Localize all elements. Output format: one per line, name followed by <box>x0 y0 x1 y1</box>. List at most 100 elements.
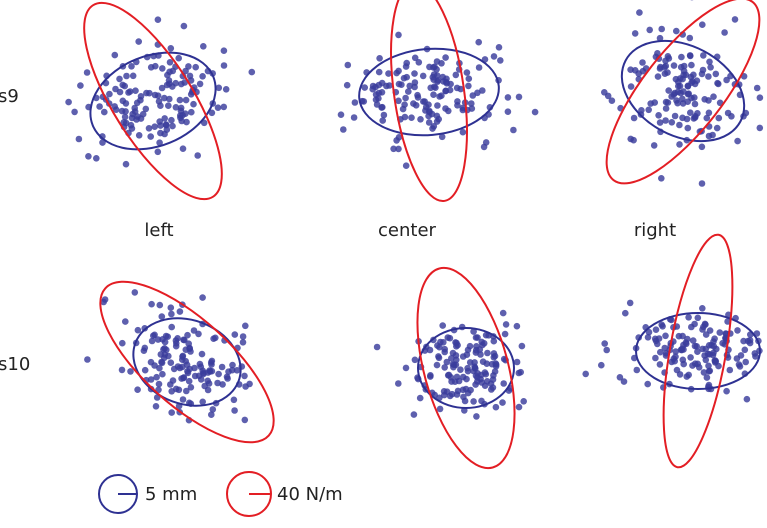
data-point <box>434 102 441 109</box>
data-point <box>464 367 472 375</box>
data-point <box>215 370 222 378</box>
data-point <box>687 52 694 60</box>
data-point <box>724 109 732 117</box>
data-point <box>657 348 664 356</box>
data-point <box>198 350 206 358</box>
data-point <box>360 98 368 105</box>
data-point <box>430 91 437 98</box>
data-point <box>393 69 400 77</box>
data-point <box>513 322 521 330</box>
panel-s10-center <box>373 266 527 470</box>
stiffness-ellipse <box>390 0 468 203</box>
data-point <box>157 129 164 137</box>
data-point <box>83 69 91 76</box>
data-point <box>183 387 190 395</box>
data-point <box>463 69 471 76</box>
data-point <box>705 109 713 117</box>
data-point <box>501 330 509 338</box>
data-point <box>402 94 409 102</box>
data-point <box>186 365 193 373</box>
data-point <box>112 85 119 93</box>
data-point <box>490 350 498 357</box>
data-point <box>499 309 507 317</box>
data-point <box>658 175 665 182</box>
data-point <box>161 115 168 122</box>
data-point <box>699 345 706 353</box>
data-point <box>699 66 707 74</box>
data-point <box>190 327 198 334</box>
data-point <box>180 22 188 30</box>
data-point <box>645 328 653 336</box>
data-point <box>220 62 228 69</box>
data-point <box>395 145 402 153</box>
data-point <box>385 70 392 77</box>
data-point <box>166 95 173 103</box>
data-point <box>753 84 761 92</box>
data-point <box>208 109 216 117</box>
data-point <box>746 336 754 344</box>
data-point <box>402 63 410 70</box>
data-point <box>479 358 487 366</box>
data-point <box>425 119 433 126</box>
data-point <box>176 96 184 104</box>
data-point <box>415 59 423 66</box>
data-point <box>147 64 155 71</box>
data-point <box>515 93 523 101</box>
data-point <box>159 65 166 72</box>
data-point <box>121 113 129 121</box>
data-point <box>734 137 741 145</box>
data-point <box>448 378 455 385</box>
data-point <box>65 98 72 106</box>
data-point <box>683 373 691 380</box>
data-point <box>694 314 702 322</box>
data-point <box>705 368 713 375</box>
data-point <box>248 68 256 76</box>
data-point <box>241 372 248 380</box>
data-point <box>214 379 221 387</box>
data-point <box>704 350 712 358</box>
data-point <box>187 384 195 391</box>
data-point <box>101 108 108 116</box>
data-point <box>703 114 711 122</box>
panel-s10-right <box>582 233 763 469</box>
data-point <box>408 114 415 121</box>
data-point <box>395 97 402 105</box>
data-point <box>168 323 175 331</box>
data-point <box>129 110 136 118</box>
row-label-s9: s9 <box>0 86 19 107</box>
data-point <box>740 337 747 345</box>
data-point <box>146 89 153 97</box>
data-point <box>71 108 78 116</box>
data-point <box>141 366 149 374</box>
data-point <box>492 361 500 368</box>
data-point <box>111 51 119 59</box>
data-point <box>484 349 491 357</box>
data-point <box>477 351 484 358</box>
data-point <box>652 354 659 362</box>
data-point <box>691 100 699 108</box>
data-point <box>703 374 711 381</box>
data-point <box>687 109 694 116</box>
data-point <box>369 85 377 93</box>
data-point <box>185 377 193 385</box>
data-point <box>196 80 204 88</box>
data-point <box>179 396 187 403</box>
data-point <box>454 102 461 109</box>
data-point <box>375 68 383 76</box>
data-point <box>425 112 432 120</box>
data-point <box>678 345 686 353</box>
displacement-ellipse <box>635 312 761 390</box>
data-point <box>662 332 669 340</box>
data-point <box>603 346 610 354</box>
data-point <box>125 89 132 96</box>
data-point <box>531 108 539 116</box>
data-point <box>440 388 448 395</box>
data-point <box>668 93 675 100</box>
data-point <box>662 98 670 106</box>
data-point <box>433 112 441 120</box>
data-point <box>77 82 84 89</box>
data-point <box>161 94 168 102</box>
data-point <box>627 83 635 90</box>
data-point <box>654 73 662 80</box>
data-point <box>112 106 120 113</box>
